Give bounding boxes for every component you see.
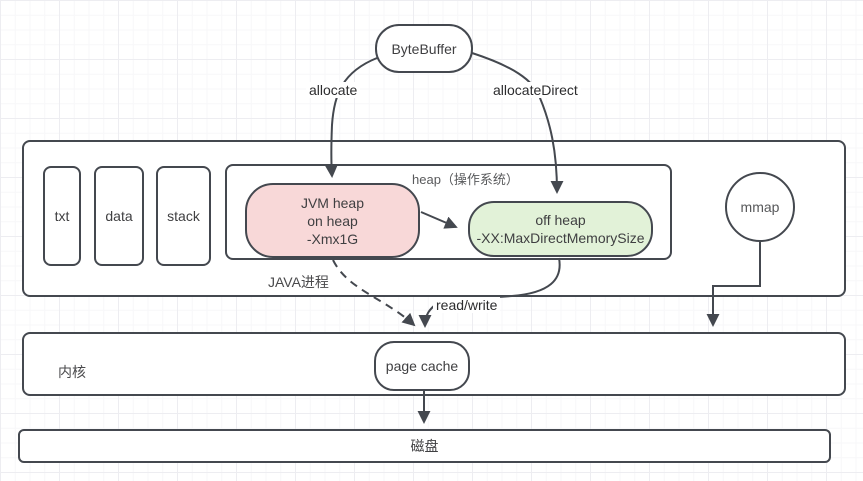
node-stack-label: stack	[167, 208, 200, 224]
node-jvm-heap-line2: on heap	[307, 212, 358, 229]
node-bytebuffer-label: ByteBuffer	[391, 40, 457, 57]
label-heap-container: heap（操作系统）	[412, 172, 519, 187]
label-java-process: JAVA进程	[268, 274, 329, 290]
node-off-heap-line1: off heap	[535, 212, 586, 228]
node-off-heap-line2: -XX:MaxDirectMemorySize	[476, 230, 645, 246]
node-jvm-heap-line3: -Xmx1G	[306, 230, 359, 247]
node-mmap: mmap	[725, 172, 795, 242]
node-data-label: data	[105, 208, 133, 224]
node-txt-label: txt	[54, 208, 70, 224]
node-jvm-heap: JVM heap on heap -Xmx1G	[245, 183, 420, 258]
node-mmap-label: mmap	[740, 199, 780, 215]
label-allocate-direct: allocateDirect	[490, 82, 581, 98]
node-disk-label: 磁盘	[410, 438, 439, 454]
node-page-cache: page cache	[374, 341, 470, 391]
node-page-cache-label: page cache	[385, 358, 459, 374]
label-allocate: allocate	[306, 82, 361, 98]
node-off-heap: off heap -XX:MaxDirectMemorySize	[468, 201, 653, 257]
node-bytebuffer: ByteBuffer	[375, 24, 473, 73]
node-jvm-heap-line1: JVM heap	[300, 194, 365, 211]
node-txt-segment: txt	[43, 166, 81, 266]
node-data-segment: data	[94, 166, 144, 266]
node-stack-segment: stack	[156, 166, 211, 266]
label-kernel: 内核	[58, 364, 86, 380]
node-disk: 磁盘	[18, 429, 831, 463]
label-read-write: read/write	[433, 297, 501, 313]
